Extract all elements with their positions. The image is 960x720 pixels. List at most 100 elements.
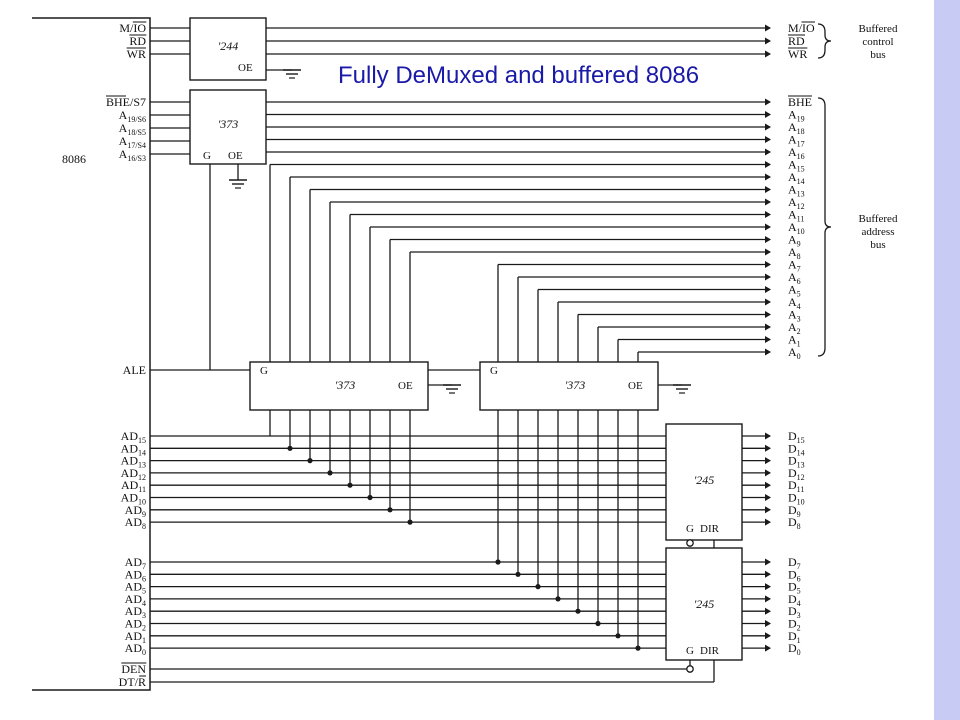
transceiver-245-high-dir: DIR [700, 523, 720, 535]
cpu-pin-dtr: DT/R [119, 675, 146, 689]
address-out-label-3: A17 [788, 133, 805, 149]
data-high-arrow [765, 469, 771, 477]
cpu-pin-ad-high-3: AD12 [121, 466, 146, 482]
latch-373-mid-part: '373 [335, 378, 356, 392]
cpu-pin-ad-low-7: AD0 [125, 641, 146, 657]
data-high-label-5: D10 [788, 491, 805, 507]
cpu-pin-ad-low-4: AD3 [125, 604, 146, 620]
data-high-label-7: D8 [788, 515, 801, 531]
ad-low-junction [515, 571, 521, 577]
control-bus-label: bus [870, 49, 885, 61]
data-low-arrow [765, 595, 771, 603]
buffer-244 [189, 17, 267, 81]
address-bus-label: address [862, 226, 895, 238]
transceiver-245-low-g: G [686, 645, 694, 657]
cpu-pin-ad-high-4: AD11 [121, 478, 146, 494]
cpu-pin-ad-high-1: AD14 [121, 441, 146, 457]
address-out-label-10: A10 [788, 220, 805, 236]
address-out-label-15: A5 [788, 283, 801, 299]
cpu-label: 8086 [62, 152, 86, 166]
cpu-pin-den: DEN [121, 662, 146, 676]
cpu-pin-ale: ALE [123, 363, 146, 377]
address-out-label-11: A9 [788, 233, 801, 249]
address-out-label-4: A16 [788, 145, 805, 161]
latch-373-mid [249, 361, 429, 411]
cpu-pin-ad-low-6: AD1 [125, 629, 146, 645]
control-bus-brace [817, 23, 832, 59]
data-low-arrow [765, 620, 771, 627]
cpu-pin-upper-2: A18/S5 [119, 121, 146, 137]
transceiver-245-high-part: '245 [694, 473, 715, 487]
cpu-pin-ad-low-5: AD2 [125, 617, 146, 633]
transceiver-245-low-dir: DIR [700, 645, 720, 657]
data-low-label-1: D6 [788, 567, 801, 583]
address-out-label-12: A8 [788, 245, 801, 261]
slide-title: Fully DeMuxed and buffered 8086 [338, 62, 700, 89]
latch-373-mid-g: G [260, 365, 268, 377]
transceiver-high-g-bubble [686, 539, 694, 547]
transceiver-245-high [665, 423, 743, 541]
address-out-label-18: A2 [788, 320, 801, 336]
buffer-244-oe-label: OE [238, 62, 253, 74]
cpu-pin-ad-high-5: AD10 [121, 491, 146, 507]
cpu-pin-ad-high-6: AD9 [125, 503, 146, 519]
cpu-pin-upper-0: BHE/S7 [106, 95, 146, 109]
latch-373-upper [189, 89, 267, 165]
address-out-label-6: A14 [788, 170, 805, 186]
cpu-pin-ad-high-7: AD8 [125, 515, 146, 531]
address-bus-label: bus [870, 239, 885, 251]
address-out-label-2: A18 [788, 120, 805, 136]
latch-373-low [479, 361, 659, 411]
address-out-label-7: A13 [788, 183, 805, 199]
address-bus-brace [817, 97, 832, 357]
slide-side-bar [934, 0, 960, 720]
address-out-label-17: A3 [788, 308, 801, 324]
address-out-label-19: A1 [788, 333, 801, 349]
control-arrow [765, 37, 771, 45]
cpu-pin-upper-4: A16/S3 [119, 147, 146, 163]
cpu-pin-upper-3: A17/S4 [119, 134, 146, 150]
data-high-arrow [765, 518, 771, 526]
cpu-pin-ad-high-2: AD13 [121, 454, 146, 470]
cpu-8086-outline [32, 17, 151, 691]
data-high-label-2: D13 [788, 454, 805, 470]
data-low-arrow [765, 558, 771, 566]
address-out-label-14: A6 [788, 270, 801, 286]
data-high-label-6: D9 [788, 503, 801, 519]
data-low-label-5: D2 [788, 617, 801, 633]
data-low-arrow [765, 607, 771, 615]
cpu-pin-ad-low-3: AD4 [125, 592, 146, 608]
data-high-label-4: D11 [788, 478, 804, 494]
cpu-pin-rd: RD [129, 34, 146, 48]
cpu-pin-ad-low-2: AD5 [125, 580, 146, 596]
data-high-arrow [765, 432, 771, 440]
control-out-label-1: RD [788, 34, 805, 48]
control-out-label-0: M/IO [788, 21, 815, 35]
latch-373-low-g: G [490, 365, 498, 377]
latch-373-upper-oe: OE [228, 150, 243, 162]
transceiver-245-high-g: G [686, 523, 694, 535]
address-out-label-8: A12 [788, 195, 805, 211]
data-high-arrow [765, 494, 771, 501]
data-low-arrow [765, 570, 771, 578]
address-out-label-13: A7 [788, 258, 801, 274]
data-high-arrow [765, 444, 771, 452]
ad-low-junction [615, 633, 621, 639]
data-low-label-6: D1 [788, 629, 801, 645]
latch-373-low-part: '373 [565, 378, 586, 392]
address-out-label-16: A4 [788, 295, 801, 311]
address-out-label-0: BHE [788, 95, 812, 109]
control-bus-label: Buffered [859, 23, 898, 35]
latch-373-upper-part: '373 [218, 117, 239, 131]
data-high-label-1: D14 [788, 441, 805, 457]
address-out-label-5: A15 [788, 158, 805, 174]
den-bubble [686, 665, 694, 673]
cpu-pin-m-io: M/IO [119, 21, 146, 35]
latch-373-mid-oe: OE [398, 380, 413, 392]
data-low-label-7: D0 [788, 641, 801, 657]
latch-373-upper-g: G [203, 150, 211, 162]
address-bus-label: Buffered [859, 213, 898, 225]
control-out-label-2: WR [788, 47, 807, 61]
